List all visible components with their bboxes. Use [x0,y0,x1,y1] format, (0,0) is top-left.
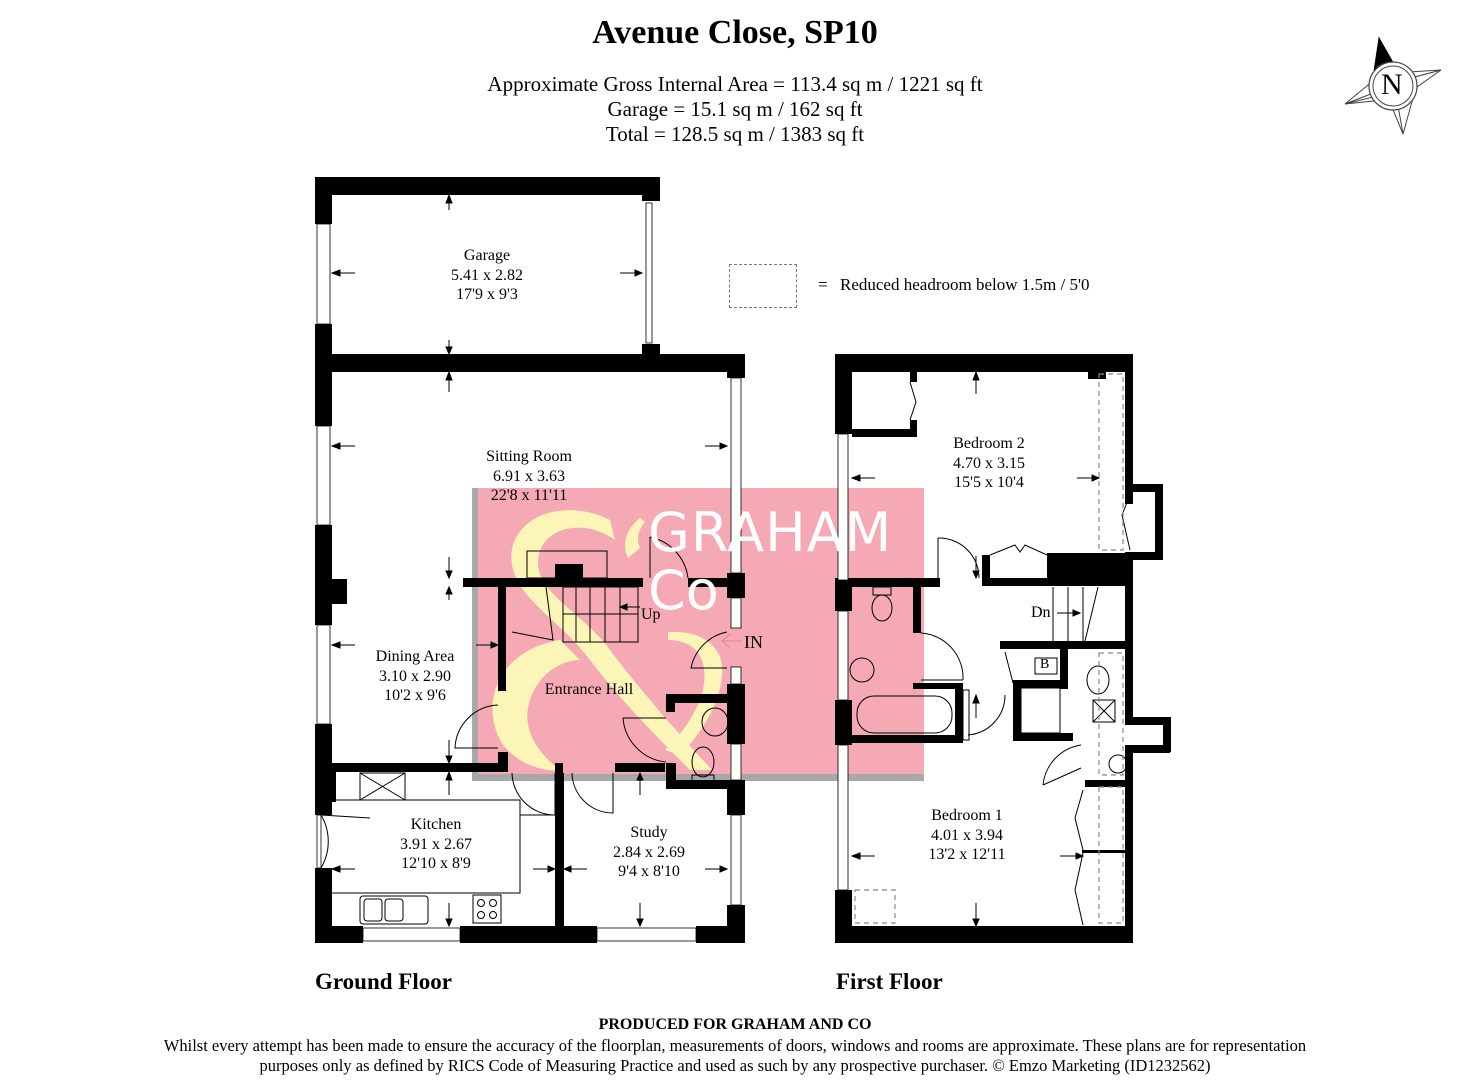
room-metric: 6.91 x 3.63 [492,467,565,485]
room-bedroom-2: Bedroom 2 4.70 x 3.15 15'5 x 10'4 [953,434,1025,493]
room-metric: 3.91 x 2.67 [400,835,472,853]
room-name: Bedroom 2 [953,435,1025,452]
room-study: Study 2.84 x 2.69 9'4 x 8'10 [613,823,685,882]
room-imperial: 15'5 x 10'4 [954,474,1024,491]
ground-floor-label: Ground Floor [315,969,452,994]
room-sitting-room: Sitting Room 6.91 x 3.63 22'8 x 11'11 [486,447,572,506]
room-metric: 4.70 x 3.15 [953,454,1025,472]
room-name: Bedroom 1 [931,807,1003,824]
property-title: Avenue Close, SP10 [592,14,878,51]
compass-north-label: N [1381,68,1403,101]
room-imperial: 9'4 x 8'10 [618,863,680,880]
produced-for-label: PRODUCED FOR GRAHAM AND CO [598,1016,872,1033]
room-metric: 3.10 x 2.90 [379,667,451,685]
garage-area: Garage = 15.1 sq m / 162 sq ft [607,97,863,121]
room-imperial: 17'9 x 9'3 [456,286,518,303]
room-garage: Garage 5.41 x 2.82 17'9 x 9'3 [451,246,523,305]
room-imperial: 13'2 x 12'11 [928,846,1006,863]
room-name: Study [630,824,668,841]
legend-equals: = [818,275,828,294]
room-imperial: 22'8 x 11'11 [490,487,568,504]
room-name: Entrance Hall [544,681,634,698]
room-bedroom-1: Bedroom 1 4.01 x 3.94 13'2 x 12'11 [928,806,1005,865]
room-metric: 2.84 x 2.69 [613,843,685,861]
room-metric: 5.41 x 2.82 [451,266,523,284]
room-name: Sitting Room [486,448,572,465]
room-dining-area: Dining Area 3.10 x 2.90 10'2 x 9'6 [376,647,455,706]
watermark-graham-text: GRAHAM [648,501,893,564]
total-area: Total = 128.5 sq m / 1383 sq ft [605,122,865,146]
boiler-label: B [1040,657,1050,672]
stairs-up-label: Up [641,606,661,623]
room-imperial: 10'2 x 9'6 [384,687,446,704]
room-name: Dining Area [375,648,455,665]
gross-internal-area: Approximate Gross Internal Area = 113.4 … [487,72,983,96]
disclaimer-line-1: Whilst every attempt has been made to en… [163,1036,1307,1055]
disclaimer-line-2: purposes only as defined by RICS Code of… [259,1056,1211,1075]
room-name: Kitchen [410,816,462,833]
reduced-headroom-legend-swatch [729,264,797,308]
room-entrance-hall: Entrance Hall [545,680,633,700]
room-kitchen: Kitchen 3.91 x 2.67 12'10 x 8'9 [400,815,472,874]
watermark-co-text: Co [648,559,719,622]
entrance-in-label: IN [744,632,763,652]
room-imperial: 12'10 x 8'9 [401,855,471,872]
reduced-headroom-legend-text: Reduced headroom below 1.5m / 5'0 [840,275,1090,294]
room-name: Garage [463,247,511,264]
stairs-down-label: Dn [1031,604,1051,621]
room-metric: 4.01 x 3.94 [930,826,1003,844]
first-floor-label: First Floor [836,969,943,994]
